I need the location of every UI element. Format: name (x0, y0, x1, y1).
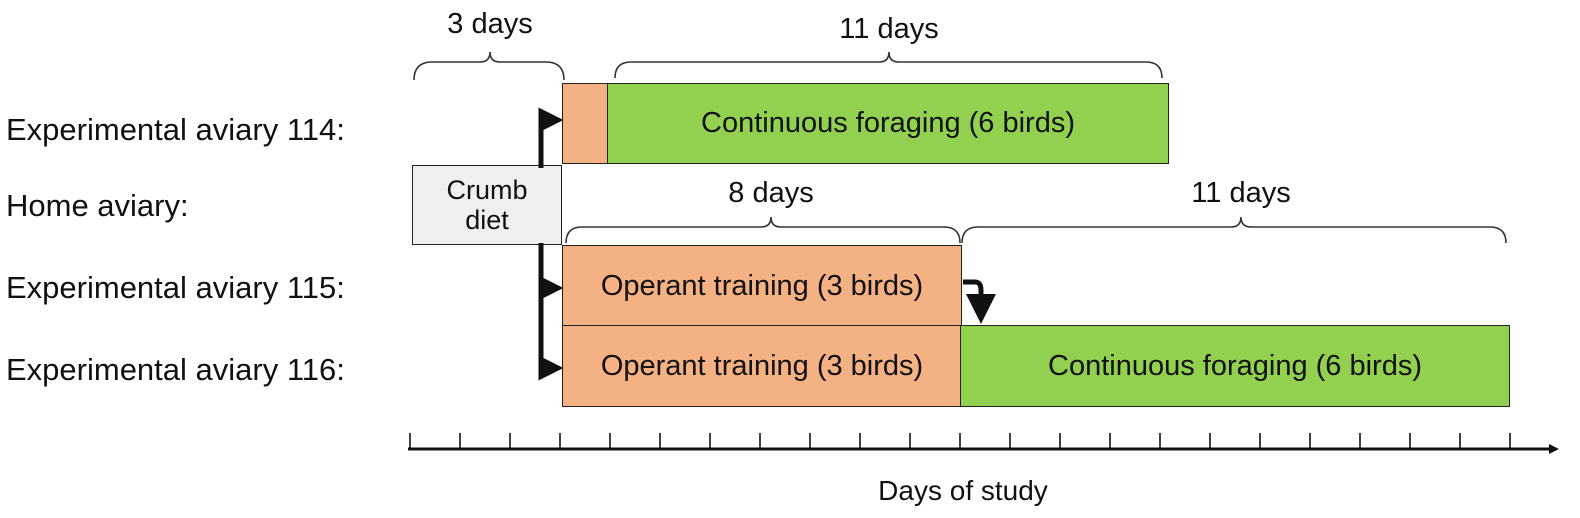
brace-training-8-days (565, 216, 961, 244)
row-label-home-aviary: Home aviary: (6, 188, 189, 223)
duration-label-home: 3 days (447, 8, 533, 40)
crumb-diet-line1: Crumb (446, 174, 528, 205)
brace-aviary-114-11-days (614, 51, 1163, 79)
brace-aviary-116-foraging-11-days (961, 216, 1507, 244)
row-label-aviary-114: Experimental aviary 114: (6, 112, 345, 147)
transfer-arrow-115-to-116 (963, 279, 996, 324)
transfer-arrows-from-home (538, 107, 564, 381)
duration-label-aviary-116-foraging: 11 days (1191, 177, 1291, 209)
aviary-114-acclimation-bar (562, 83, 609, 164)
brace-home-3-days (413, 51, 565, 81)
row-label-aviary-115: Experimental aviary 115: (6, 270, 345, 305)
crumb-diet-box: Crumb diet (412, 165, 562, 245)
duration-label-training: 8 days (728, 177, 814, 209)
duration-label-aviary-114: 11 days (839, 13, 939, 45)
aviary-114-foraging-bar: Continuous foraging (6 birds) (607, 83, 1169, 164)
axis-ticks (409, 433, 1511, 449)
crumb-diet-line2: diet (465, 205, 509, 235)
axis-label: Days of study (878, 475, 1048, 506)
row-label-aviary-116: Experimental aviary 116: (6, 352, 345, 387)
aviary-116-foraging-bar: Continuous foraging (6 birds) (960, 325, 1510, 407)
aviary-116-training-bar: Operant training (3 birds) (562, 325, 962, 407)
time-axis (408, 433, 1559, 454)
